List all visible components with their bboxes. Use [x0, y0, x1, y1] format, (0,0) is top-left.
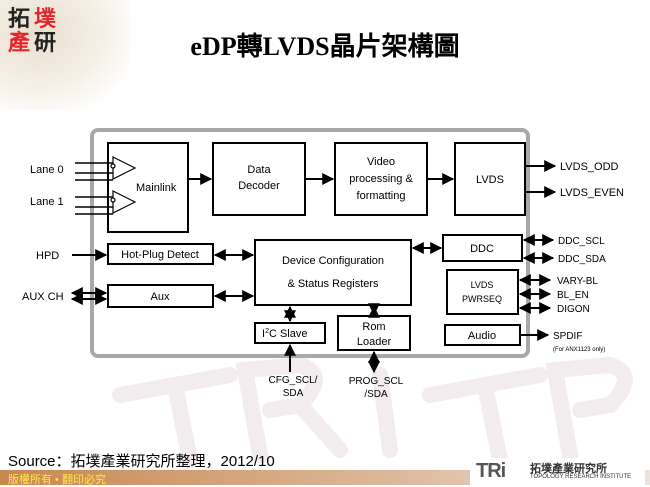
lane1-label: Lane 1 — [30, 196, 64, 208]
data-decoder-label: Data — [247, 164, 271, 176]
pwrseq-block — [446, 269, 519, 315]
logo-char: 墣 — [34, 7, 57, 32]
video-label: processing & — [349, 173, 413, 185]
bl-en-label: BL_EN — [557, 290, 589, 301]
aux-block — [107, 284, 214, 308]
logo-char: 拓 — [8, 7, 31, 32]
video-label: Video — [367, 156, 395, 168]
audio-label: Audio — [468, 330, 496, 342]
hot-plug-detect-block — [107, 243, 214, 265]
lvds-label: LVDS — [476, 174, 504, 186]
block-diagram: Mainlink Data Decoder Video processing &… — [22, 128, 624, 400]
mainlink-label: Mainlink — [136, 182, 177, 194]
page-title: eDP轉LVDS晶片架構圖 — [190, 32, 460, 61]
aux-block-label: Aux — [151, 291, 170, 303]
ddc-block — [442, 234, 523, 262]
device-config-label: Device Configuration — [282, 255, 384, 267]
lvds-block — [454, 142, 526, 216]
i2c-slave-block — [254, 322, 326, 344]
digon-label: DIGON — [557, 304, 590, 315]
brand-en: TOPOLOGY RESEARCH INSTITUTE — [530, 474, 632, 480]
rom-label: Rom — [362, 321, 385, 333]
rom-loader-block — [337, 315, 411, 351]
vary-bl-label: VARY-BL — [557, 276, 598, 287]
watermark — [112, 356, 633, 468]
prog-label: PROG_SCL — [349, 376, 404, 387]
background-map — [0, 0, 130, 110]
device-config-label: & Status Registers — [287, 278, 379, 290]
pwrseq-label: PWRSEQ — [462, 294, 502, 304]
brand-mark: TRi — [476, 460, 506, 482]
i2c-label: I2C Slave — [262, 328, 308, 340]
lvds-odd-label: LVDS_ODD — [560, 161, 619, 173]
data-decoder-block — [212, 142, 306, 216]
hpd-block-label: Hot-Plug Detect — [121, 249, 199, 261]
hpd-label: HPD — [36, 250, 59, 262]
brand-logo: TRi 拓墣產業研究所 TOPOLOGY RESEARCH INSTITUTE — [470, 458, 645, 485]
mainlink-block — [107, 142, 189, 233]
logo: 拓 墣 產 研 — [8, 8, 60, 58]
aux-ch-label: AUX CH — [22, 291, 64, 303]
rom-label: Loader — [357, 336, 392, 348]
pwrseq-label: LVDS — [471, 280, 494, 290]
copyright: 版權所有 • 翻印必究 — [8, 474, 106, 486]
ddc-scl-label: DDC_SCL — [558, 236, 605, 247]
device-config-block — [254, 239, 412, 306]
brand-cn: 拓墣產業研究所 — [530, 463, 607, 475]
logo-char: 產 — [8, 31, 31, 56]
spdif-label: SPDIF — [553, 331, 582, 342]
cfg-label: CFG_SCL/ — [269, 375, 318, 386]
ddc-label: DDC — [470, 243, 494, 255]
prog-label: /SDA — [364, 389, 388, 400]
video-processing-block — [334, 142, 428, 216]
video-label: formatting — [357, 190, 406, 202]
lane0-label: Lane 0 — [30, 164, 64, 176]
receiver-icons — [110, 156, 137, 214]
source-note: Source：拓墣產業研究所整理，2012/10 — [8, 453, 275, 470]
logo-char: 研 — [34, 31, 57, 56]
spdif-note: (For ANX1123 only) — [553, 347, 605, 353]
cfg-label: SDA — [283, 388, 304, 399]
lvds-even-label: LVDS_EVEN — [560, 187, 624, 199]
ddc-sda-label: DDC_SDA — [558, 254, 606, 265]
data-decoder-label: Decoder — [238, 180, 280, 192]
